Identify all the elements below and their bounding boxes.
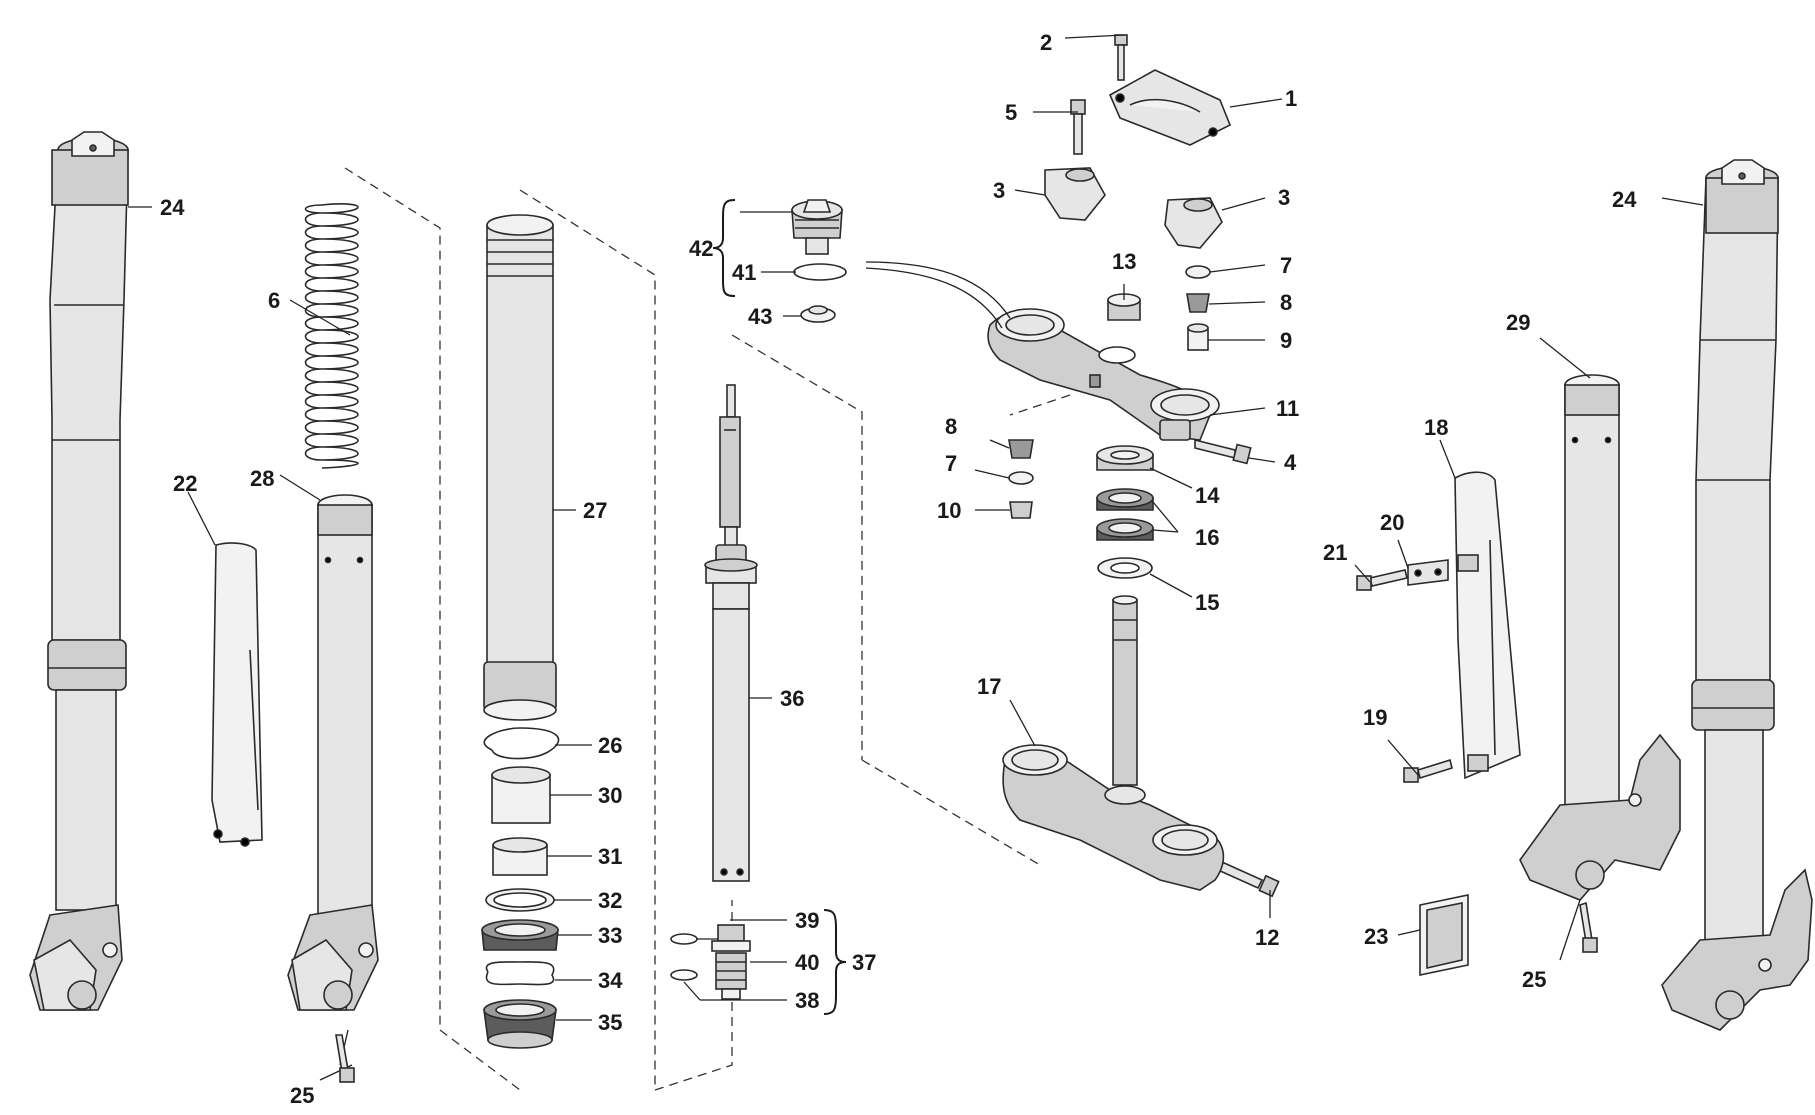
- callout-8a: 8: [1280, 290, 1292, 315]
- handlebar-clamp-lower-left: [1044, 167, 1106, 221]
- callout-42: 42: [689, 236, 713, 261]
- callout-25a: 25: [290, 1083, 314, 1108]
- callout-4: 4: [1284, 450, 1297, 475]
- axle-pinch-bolts: [335, 901, 1598, 1083]
- callout-1: 1: [1285, 86, 1297, 111]
- callout-39: 39: [795, 908, 819, 933]
- right-fork-leg: [1661, 159, 1813, 1031]
- callout-41: 41: [732, 260, 756, 285]
- callout-33: 33: [598, 923, 622, 948]
- callout-7b: 7: [945, 451, 957, 476]
- right-fork-guard: [1454, 471, 1521, 780]
- callout-24b: 24: [1612, 187, 1637, 212]
- callout-16: 16: [1195, 525, 1219, 550]
- callout-36: 36: [780, 686, 804, 711]
- callout-24a: 24: [160, 195, 185, 220]
- callout-3b: 3: [1278, 185, 1290, 210]
- bushing-stack: [481, 727, 560, 1049]
- brace-42: [712, 199, 736, 297]
- callout-14: 14: [1195, 483, 1220, 508]
- callout-11: 11: [1276, 396, 1299, 421]
- callout-9: 9: [1280, 328, 1292, 353]
- top-cap-assembly: [791, 199, 847, 323]
- handlebar-clamp-top: [1108, 69, 1232, 146]
- callout-5: 5: [1005, 100, 1017, 125]
- callout-25b: 25: [1522, 967, 1546, 992]
- steering-bearings: [1096, 445, 1154, 579]
- callout-21: 21: [1323, 540, 1347, 565]
- fork-inner-tube: [287, 494, 379, 1011]
- callout-18: 18: [1424, 415, 1448, 440]
- brace-37: [823, 909, 847, 1015]
- callout-13: 13: [1112, 249, 1136, 274]
- callout-8b: 8: [945, 414, 957, 439]
- upper-triple-clamp: [987, 308, 1220, 441]
- callout-29: 29: [1506, 310, 1530, 335]
- lower-triple-clamp: [1002, 595, 1225, 891]
- fork-spring: [304, 203, 359, 469]
- bolts: [1070, 34, 1453, 898]
- callout-6: 6: [268, 288, 280, 313]
- callout-32: 32: [598, 888, 622, 913]
- decal-sticker: [1419, 894, 1469, 976]
- callout-31: 31: [598, 844, 622, 869]
- handlebar-clamp-lower-right: [1164, 197, 1223, 249]
- callout-labels: 1 2 3 3 4 5 6 7 7 8 8 9 10 11 12 13 14 1…: [160, 30, 1637, 1108]
- callout-26: 26: [598, 733, 622, 758]
- right-inner-tube: [1519, 374, 1681, 901]
- leader-lines: [128, 34, 1704, 1081]
- callout-30: 30: [598, 783, 622, 808]
- callout-23: 23: [1364, 924, 1388, 949]
- callout-22: 22: [173, 471, 197, 496]
- callout-27: 27: [583, 498, 607, 523]
- left-fork-leg: [29, 131, 129, 1011]
- callout-17: 17: [977, 674, 1001, 699]
- callout-40: 40: [795, 950, 819, 975]
- callout-19: 19: [1363, 705, 1387, 730]
- callout-7a: 7: [1280, 253, 1292, 278]
- callout-10: 10: [937, 498, 961, 523]
- callout-3a: 3: [993, 178, 1005, 203]
- callout-35: 35: [598, 1010, 622, 1035]
- callout-34: 34: [598, 968, 623, 993]
- callout-38: 38: [795, 988, 819, 1013]
- fork-guard-strip: [211, 542, 263, 847]
- guard-clamp: [1407, 559, 1449, 586]
- callout-28: 28: [250, 466, 274, 491]
- damper-rod-assembly: [670, 384, 758, 1000]
- dashed-assembly-lines: [344, 167, 1071, 1091]
- callout-15: 15: [1195, 590, 1219, 615]
- damper-cartridge-tube: [483, 214, 557, 721]
- callout-43: 43: [748, 304, 772, 329]
- callout-12: 12: [1255, 925, 1279, 950]
- callout-20: 20: [1380, 510, 1404, 535]
- callout-2: 2: [1040, 30, 1052, 55]
- callout-37: 37: [852, 950, 876, 975]
